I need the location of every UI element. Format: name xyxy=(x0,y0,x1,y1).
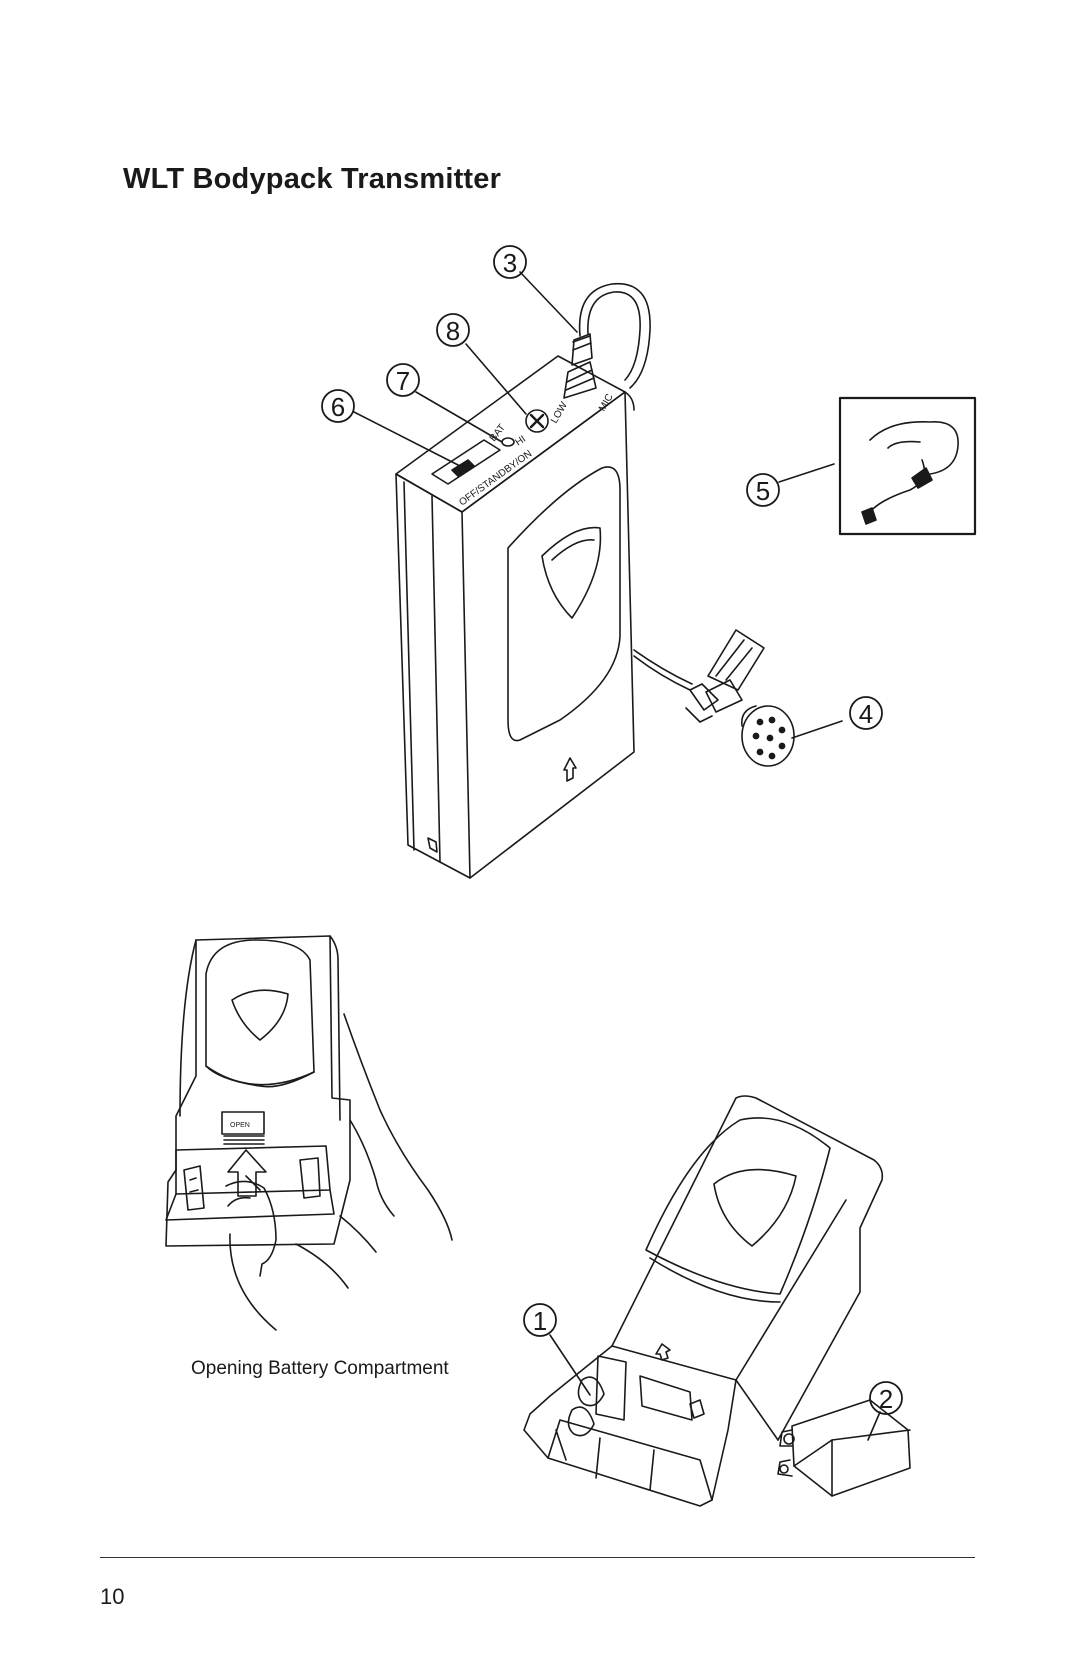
lavalier-mic-drawing xyxy=(686,630,794,766)
callout-8-label: 8 xyxy=(446,316,460,346)
page-title: WLT Bodypack Transmitter xyxy=(123,163,502,195)
callout-2-circle xyxy=(870,1382,902,1414)
callout-5-label: 5 xyxy=(756,476,770,506)
bat-label: BAT xyxy=(488,422,508,444)
callout-4-circle xyxy=(850,697,882,729)
open-tab-label: OPEN xyxy=(230,1122,250,1129)
headset-mic-inset xyxy=(840,398,975,534)
switch-label: OFF/STANDBY/ON xyxy=(457,448,534,508)
bodypack-main-drawing xyxy=(396,284,692,878)
callout-4-label: 4 xyxy=(859,699,873,729)
callout-7-label: 7 xyxy=(396,366,410,396)
callout-3-circle xyxy=(494,246,526,278)
callout-3-label: 3 xyxy=(503,248,517,278)
callout-leaders xyxy=(354,272,880,1440)
callout-circles xyxy=(322,246,902,1414)
low-label: LOW xyxy=(549,400,570,426)
figure-caption: Opening Battery Compartment xyxy=(191,1358,449,1379)
callout-6-label: 6 xyxy=(331,392,345,422)
battery-compartment-drawing xyxy=(524,1096,910,1506)
footer-divider xyxy=(100,1557,975,1558)
page-number: 10 xyxy=(100,1584,125,1609)
opening-compartment-drawing xyxy=(166,936,452,1330)
callout-1-label: 1 xyxy=(533,1306,547,1336)
mic-label: MIC xyxy=(597,392,616,413)
callout-6-circle xyxy=(322,390,354,422)
callout-2-label: 2 xyxy=(879,1384,893,1414)
callout-7-circle xyxy=(387,364,419,396)
hi-label: HI xyxy=(514,434,528,449)
callout-1-circle xyxy=(524,1304,556,1336)
callout-8-circle xyxy=(437,314,469,346)
callout-5-circle xyxy=(747,474,779,506)
